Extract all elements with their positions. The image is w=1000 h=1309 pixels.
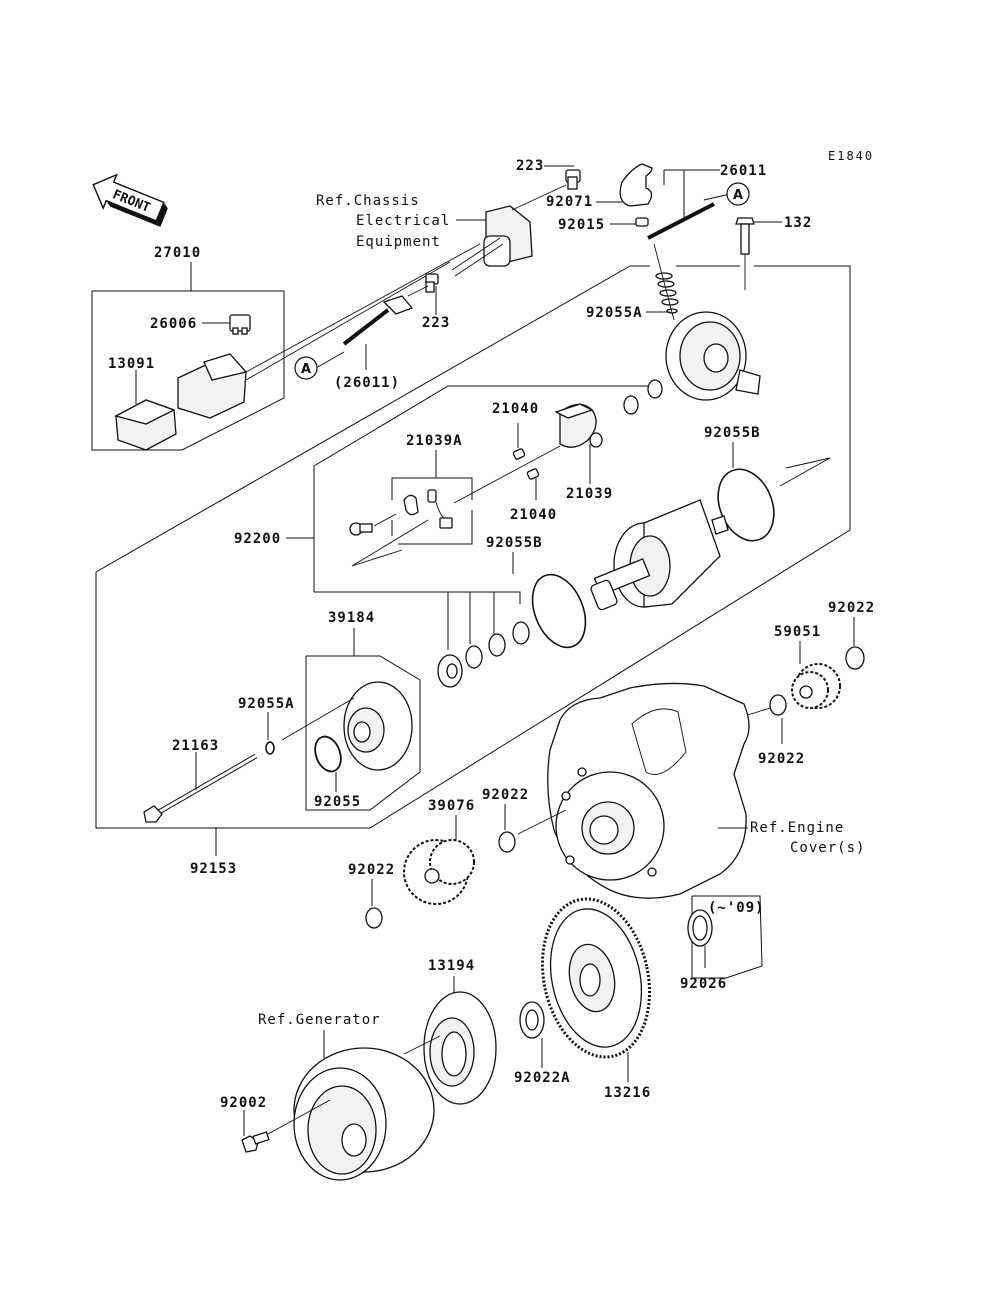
- label-92200[interactable]: 92200: [234, 531, 281, 547]
- washer-92022-r2: [769, 694, 787, 716]
- engine-cover: [547, 682, 750, 899]
- label-92055a-left[interactable]: 92055A: [238, 696, 295, 712]
- label-13194[interactable]: 13194: [428, 958, 475, 974]
- terminal-21039a: [403, 489, 453, 529]
- ref-engine-line1: Ref.Engine: [750, 820, 844, 836]
- clutch-13194: [423, 991, 497, 1105]
- label-92026[interactable]: 92026: [680, 976, 727, 992]
- note-year-range: (~'09): [708, 900, 765, 916]
- label-26011[interactable]: 26011: [720, 163, 767, 179]
- label-26011-paren[interactable]: (26011): [334, 375, 400, 391]
- oring-92055b-right: [717, 468, 775, 542]
- gear-39076: [403, 839, 475, 905]
- terminal-26011-lower: [342, 295, 414, 346]
- callout-a-top: [726, 182, 750, 206]
- front-cover-39184: [343, 681, 413, 771]
- label-223-mid[interactable]: 223: [422, 315, 450, 331]
- washer-front-1: [512, 621, 530, 645]
- spring-21040-bottom: [526, 468, 540, 480]
- through-bolt-92153: [143, 753, 258, 823]
- washer-92022-c: [498, 831, 516, 853]
- label-21040-top[interactable]: 21040: [492, 401, 539, 417]
- label-92002[interactable]: 92002: [220, 1095, 267, 1111]
- group-box-27010: [91, 290, 285, 451]
- label-39076[interactable]: 39076: [428, 798, 475, 814]
- label-92022-l[interactable]: 92022: [348, 862, 395, 878]
- washer-92022-l: [365, 907, 383, 929]
- bolt-92002: [241, 1131, 270, 1153]
- label-21039a[interactable]: 21039A: [406, 433, 463, 449]
- bolt-132: [735, 217, 755, 255]
- label-13091[interactable]: 13091: [108, 356, 155, 372]
- motor-yoke: [590, 499, 729, 611]
- washer-92022-r1: [845, 646, 865, 670]
- label-92022-r2[interactable]: 92022: [758, 751, 805, 767]
- ref-chassis-line2: Electrical: [356, 213, 450, 229]
- rear-end-cover: [665, 311, 761, 401]
- screw-21039a: [349, 522, 373, 536]
- nut-92015: [635, 217, 649, 227]
- label-39184[interactable]: 39184: [328, 610, 375, 626]
- label-92015[interactable]: 92015: [558, 217, 605, 233]
- bolt-223-mid: [425, 273, 439, 293]
- label-92153[interactable]: 21163: [172, 738, 219, 754]
- label-13216[interactable]: 13216: [604, 1085, 651, 1101]
- label-21040-bottom[interactable]: 21040: [510, 507, 557, 523]
- label-27010[interactable]: 27010: [154, 245, 201, 261]
- starter-ring-gear-13216: [540, 897, 652, 1059]
- label-59051[interactable]: 59051: [774, 624, 821, 640]
- ref-generator: Ref.Generator: [258, 1012, 381, 1028]
- label-92055b-mid[interactable]: 92055B: [486, 535, 543, 551]
- callout-a-left-label: A: [301, 362, 311, 377]
- washer-front-2: [488, 633, 506, 657]
- label-92022-c[interactable]: 92022: [482, 787, 529, 803]
- oring-92055: [314, 735, 342, 773]
- diagram-code: E1840: [828, 149, 874, 163]
- oring-92055a-left: [265, 741, 275, 755]
- label-21163[interactable]: 92153: [190, 861, 237, 877]
- ref-chassis-line3: Equipment: [356, 234, 441, 250]
- washer-front-3: [465, 645, 483, 669]
- relay-cover-13091: [114, 399, 177, 451]
- washer-cover-2: [623, 395, 639, 415]
- label-21039[interactable]: 21039: [566, 486, 613, 502]
- label-132[interactable]: 132: [784, 215, 812, 231]
- label-92055a-top[interactable]: 92055A: [586, 305, 643, 321]
- label-26006[interactable]: 26006: [150, 316, 197, 332]
- ref-engine-line2: Cover(s): [790, 840, 865, 856]
- label-92055[interactable]: 92055: [314, 794, 361, 810]
- label-92071[interactable]: 92071: [546, 194, 593, 210]
- lock-plate: [437, 654, 463, 688]
- group-box-92200: [313, 385, 648, 592]
- label-92055b-right[interactable]: 92055B: [704, 425, 761, 441]
- group-box-92026: [691, 895, 763, 979]
- group-box-21163-top: [95, 265, 650, 573]
- terminal-26011: [647, 193, 731, 240]
- callout-a-left: [294, 356, 318, 380]
- oring-92055b-mid: [531, 573, 587, 649]
- label-223-top[interactable]: 223: [516, 158, 544, 174]
- label-92022a[interactable]: 92022A: [514, 1070, 571, 1086]
- callout-a-top-label: A: [733, 188, 743, 203]
- boot-92071: [619, 163, 653, 207]
- relay-27010: [177, 353, 248, 419]
- label-92022-r1[interactable]: 92022: [828, 600, 875, 616]
- front-arrow-icon: FRONT: [92, 173, 168, 227]
- bolt-223-top: [565, 169, 581, 190]
- generator-rotor: [293, 1047, 435, 1181]
- spring-21040-top: [512, 448, 526, 460]
- ref-chassis-line1: Ref.Chassis: [316, 193, 420, 209]
- gear-59051: [791, 663, 841, 709]
- chassis-bracket: [451, 205, 533, 277]
- brush-holder-21039: [554, 403, 603, 448]
- group-box-39184: [305, 655, 421, 811]
- fuse-26006: [229, 314, 251, 335]
- washer-cover-1: [647, 379, 663, 399]
